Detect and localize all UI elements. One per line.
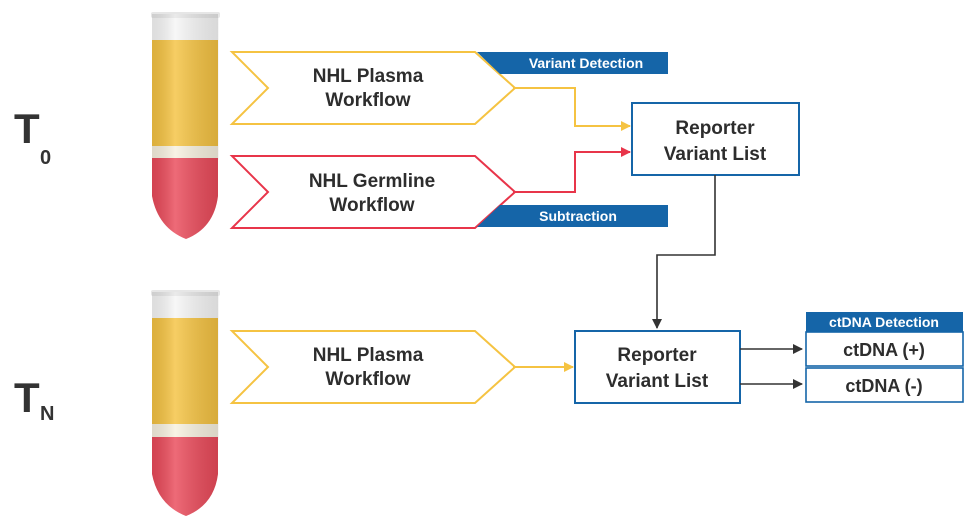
- workflow-title: NHL Plasma: [313, 66, 424, 87]
- time-label-tn-sub: N: [40, 403, 54, 425]
- tag-label: ctDNA Detection: [829, 314, 939, 330]
- chevron-shape: [229, 330, 517, 404]
- result-ctdna-negative: ctDNA (-): [805, 367, 964, 403]
- workflow-subtitle: Workflow: [329, 195, 414, 216]
- workflow-subtitle: Workflow: [325, 90, 410, 111]
- workflow-title: NHL Plasma: [313, 345, 424, 366]
- time-label-t0-sub: 0: [40, 147, 51, 169]
- chevron-shape: [229, 155, 517, 229]
- workflow-subtitle: Workflow: [325, 369, 410, 390]
- reporter-subtitle: Variant List: [606, 371, 709, 392]
- tag-subtraction: Subtraction: [477, 205, 668, 227]
- tag-variant-detection: Variant Detection: [477, 52, 668, 74]
- reporter-subtitle: Variant List: [664, 144, 767, 165]
- result-label: ctDNA (+): [843, 340, 925, 360]
- result-label: ctDNA (-): [845, 376, 922, 396]
- reporter-box-tn: Reporter Variant List: [574, 330, 741, 404]
- blood-tube-t0: [151, 12, 220, 239]
- connector-germline-to-reporter: [513, 147, 631, 193]
- result-ctdna-positive: ctDNA (+): [805, 331, 964, 367]
- workflow-t0-plasma: NHL Plasma Workflow: [229, 51, 517, 125]
- chevron-shape: [229, 51, 517, 125]
- time-label-t0-main: T: [14, 105, 40, 152]
- blood-tube-tn: [151, 290, 220, 516]
- time-label-t0: T 0: [14, 105, 51, 169]
- reporter-box-t0: Reporter Variant List: [631, 102, 800, 176]
- connector-reporter-t0-to-tn: [652, 175, 716, 329]
- connector-plasma-to-reporter: [513, 87, 631, 131]
- reporter-title: Reporter: [675, 118, 755, 139]
- workflow-title: NHL Germline: [309, 171, 435, 192]
- workflow-tn-plasma: NHL Plasma Workflow: [229, 330, 517, 404]
- reporter-title: Reporter: [617, 345, 697, 366]
- tag-label: Subtraction: [539, 208, 617, 224]
- tag-ctdna-detection: ctDNA Detection: [806, 312, 963, 332]
- tag-label: Variant Detection: [529, 55, 643, 71]
- time-label-tn-main: T: [14, 374, 40, 421]
- workflow-t0-germline: NHL Germline Workflow: [229, 155, 517, 229]
- time-label-tn: T N: [14, 374, 54, 425]
